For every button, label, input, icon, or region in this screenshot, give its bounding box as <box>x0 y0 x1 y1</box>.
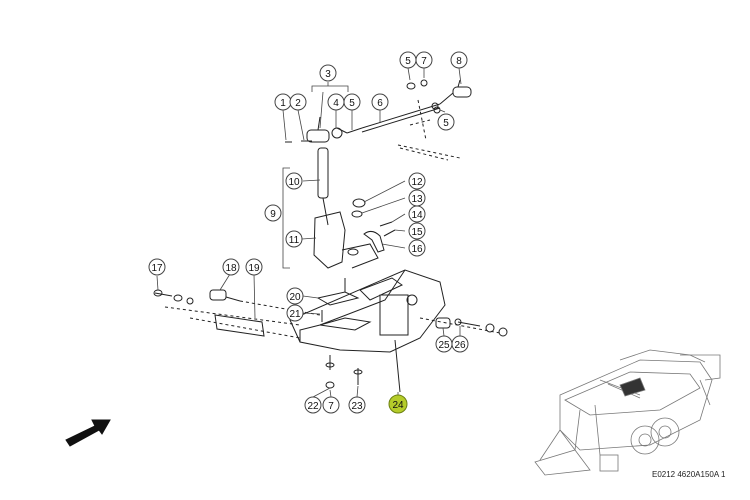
callout-10: 10 <box>285 172 303 190</box>
callout-18: 18 <box>222 258 240 276</box>
callout-24-highlighted[interactable]: 24 <box>388 394 408 414</box>
callout-7b: 7 <box>322 396 340 414</box>
rod-assembly-top <box>285 102 441 143</box>
svg-text:24: 24 <box>392 400 404 411</box>
svg-text:5: 5 <box>443 118 449 129</box>
callout-7a: 7 <box>415 51 433 69</box>
callout-3: 3 <box>319 64 337 82</box>
callout-5c: 5 <box>437 113 455 131</box>
svg-text:25: 25 <box>438 340 450 351</box>
svg-text:4: 4 <box>333 98 339 109</box>
callout-14: 14 <box>408 205 426 223</box>
callout-16: 16 <box>408 239 426 257</box>
callout-17: 17 <box>148 258 166 276</box>
svg-text:8: 8 <box>456 56 462 67</box>
callout-23: 23 <box>348 396 366 414</box>
main-frame <box>289 269 446 393</box>
right-bolts <box>419 317 508 337</box>
callout-5a: 5 <box>343 93 361 111</box>
svg-text:23: 23 <box>351 401 363 412</box>
direction-arrow-icon <box>65 419 111 447</box>
callouts: 1 2 3 4 5 5 5 6 7 7 8 9 10 11 12 13 14 1… <box>148 51 469 414</box>
callout-25: 25 <box>435 335 453 353</box>
svg-text:5: 5 <box>405 56 411 67</box>
svg-text:1: 1 <box>280 98 286 109</box>
svg-text:6: 6 <box>377 98 383 109</box>
svg-text:18: 18 <box>225 263 237 274</box>
machine-thumbnail <box>534 349 721 476</box>
callout-11: 11 <box>285 230 303 248</box>
callout-2: 2 <box>289 93 307 111</box>
callout-12: 12 <box>408 172 426 190</box>
svg-text:20: 20 <box>289 292 301 303</box>
callout-13: 13 <box>408 189 426 207</box>
svg-text:5: 5 <box>349 98 355 109</box>
callout-26: 26 <box>451 335 469 353</box>
svg-text:26: 26 <box>454 340 466 351</box>
small-parts-right <box>351 198 396 253</box>
svg-text:17: 17 <box>151 263 163 274</box>
bracket <box>313 211 379 269</box>
callout-1: 1 <box>274 93 292 111</box>
callout-15: 15 <box>408 222 426 240</box>
svg-text:7: 7 <box>421 56 427 67</box>
callout-20: 20 <box>286 287 304 305</box>
svg-text:11: 11 <box>289 235 300 246</box>
svg-text:14: 14 <box>411 210 423 221</box>
left-bar-assembly <box>153 289 321 339</box>
callout-19: 19 <box>245 258 263 276</box>
svg-text:9: 9 <box>270 209 276 220</box>
svg-text:7: 7 <box>328 401 334 412</box>
mount-plate <box>316 278 360 322</box>
svg-text:16: 16 <box>411 244 423 255</box>
svg-text:21: 21 <box>289 309 301 320</box>
svg-text:19: 19 <box>248 263 260 274</box>
callout-9: 9 <box>264 204 282 222</box>
svg-text:3: 3 <box>325 69 331 80</box>
reference-code: E0212 4620A150A 1 <box>652 470 726 479</box>
callout-5b: 5 <box>399 51 417 69</box>
callout-4: 4 <box>327 93 345 111</box>
svg-text:12: 12 <box>411 177 423 188</box>
rod-assembly-upper-right <box>397 79 472 161</box>
svg-text:2: 2 <box>295 98 301 109</box>
svg-text:10: 10 <box>288 177 300 188</box>
callout-6: 6 <box>371 93 389 111</box>
svg-text:15: 15 <box>411 227 423 238</box>
svg-text:13: 13 <box>411 194 423 205</box>
leader-lines <box>156 67 462 398</box>
callout-21: 21 <box>286 304 304 322</box>
callout-8: 8 <box>450 51 468 69</box>
callout-22: 22 <box>304 396 322 414</box>
svg-text:22: 22 <box>307 401 319 412</box>
bottom-bolts <box>325 355 363 389</box>
vertical-rod <box>317 147 329 226</box>
